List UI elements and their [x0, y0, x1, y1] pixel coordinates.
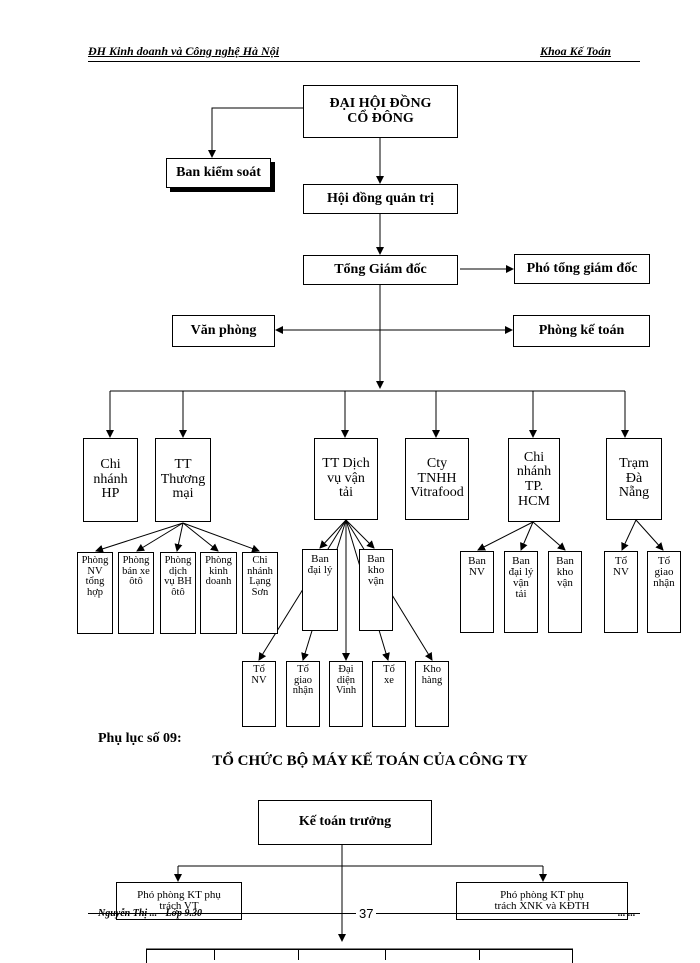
tm-sub-box: Phòng NV tổng hợp	[77, 552, 113, 634]
dn-sub-label: Tổ giao nhận	[653, 555, 675, 589]
chief-accountant-label: Kế toán trưởng	[298, 814, 392, 830]
dv-team-label: Kho hàng	[421, 664, 443, 686]
dv-team-label: Tổ NV	[251, 664, 267, 686]
hcm-sub-box: Ban đại lý vận tải	[504, 551, 538, 633]
tm-sub-box: Phòng kinh doanh	[200, 552, 237, 634]
dv-sub-label: Ban đại lý	[307, 553, 333, 576]
unit-hcm-label: Chi nhánh TP. HCM	[516, 449, 552, 509]
dv-sub-label: Ban kho vận	[367, 553, 385, 587]
staff-divider	[214, 949, 215, 960]
footer-left: Nguyễn Thị ... - Lớp 9.30	[98, 908, 202, 919]
appendix-title: TỔ CHỨC BỘ MÁY KẾ TOÁN CỦA CÔNG TY	[212, 753, 528, 769]
dv-team-label: Tổ xe	[383, 664, 395, 686]
dv-team-label: Đại diện Vinh	[335, 664, 357, 696]
appendix-label: Phụ lục số 09:	[98, 731, 182, 746]
dv-sub-box: Ban kho vận	[359, 549, 393, 631]
hcm-sub-box: Ban kho vận	[548, 551, 582, 633]
staff-divider	[298, 949, 299, 960]
unit-tt-dich-vu-box: TT Dịch vụ vận tải	[314, 438, 378, 520]
tm-sub-box: Chi nhánh Lạng Sơn	[242, 552, 278, 634]
supervisory-box: Ban kiểm soát	[166, 158, 271, 188]
dv-team-box: Kho hàng	[415, 661, 449, 727]
tm-sub-label: Phòng dịch vụ BH ôtô	[164, 555, 192, 598]
unit-tt-dich-vu-label: TT Dịch vụ vận tải	[322, 455, 370, 501]
shareholders-box: ĐẠI HỘI ĐỒNG CỔ ĐÔNG	[303, 85, 458, 138]
staff-divider	[385, 949, 386, 960]
tm-sub-label: Phòng bán xe ôtô	[122, 555, 150, 587]
page-number: 37	[356, 906, 377, 921]
dn-sub-label: Tổ NV	[613, 555, 629, 578]
hcm-sub-label: Ban kho vận	[556, 555, 574, 589]
office-label: Văn phòng	[190, 322, 257, 338]
unit-da-nang-label: Trạm Đà Nẵng	[618, 455, 650, 501]
office-box: Văn phòng	[172, 315, 275, 347]
footer-right: ... ...	[618, 908, 636, 919]
tm-sub-label: Phòng NV tổng hợp	[81, 555, 109, 598]
hcm-sub-box: Ban NV	[460, 551, 494, 633]
board-box: Hội đồng quản trị	[303, 184, 458, 214]
unit-vitrafood-box: Cty TNHH Vitrafood	[405, 438, 469, 520]
unit-tt-thuong-mai-label: TT Thương mại	[160, 456, 206, 502]
deputy-ceo-box: Phó tổng giám đốc	[514, 254, 650, 284]
hcm-sub-label: Ban NV	[468, 555, 486, 578]
dv-team-box: Tổ xe	[372, 661, 406, 727]
dn-sub-box: Tổ NV	[604, 551, 638, 633]
deputy-right-box: Phó phòng KT phụ trách XNK và KĐTH	[456, 882, 628, 920]
unit-hp-label: Chi nhánh HP	[93, 456, 128, 502]
dv-team-box: Tổ giao nhận	[286, 661, 320, 727]
tm-sub-box: Phòng bán xe ôtô	[118, 552, 154, 634]
unit-vitrafood-label: Cty TNHH Vitrafood	[410, 455, 464, 501]
board-label: Hội đồng quản trị	[327, 190, 434, 206]
dv-team-label: Tổ giao nhận	[292, 664, 314, 696]
unit-hp-box: Chi nhánh HP	[83, 438, 138, 522]
dv-team-box: Tổ NV	[242, 661, 276, 727]
unit-hcm-box: Chi nhánh TP. HCM	[508, 438, 560, 522]
header-faculty: Khoa Kế Toán	[540, 44, 611, 58]
tm-sub-label: Phòng kinh doanh	[205, 555, 232, 587]
tm-sub-label: Chi nhánh Lạng Sơn	[247, 555, 273, 598]
header-rule	[88, 61, 640, 62]
deputy-ceo-label: Phó tổng giám đốc	[526, 260, 638, 276]
unit-da-nang-box: Trạm Đà Nẵng	[606, 438, 662, 520]
header-school: ĐH Kinh doanh và Công nghệ Hà Nội	[88, 44, 280, 58]
deputy-left-box: Phó phòng KT phụ trách VT	[116, 882, 242, 920]
chief-accountant-box: Kế toán trưởng	[258, 800, 432, 845]
hcm-sub-label: Ban đại lý vận tải	[508, 555, 534, 600]
shareholders-label: ĐẠI HỘI ĐỒNG CỔ ĐÔNG	[329, 95, 432, 126]
accounting-dept-label: Phòng kế toán	[538, 322, 625, 338]
unit-tt-thuong-mai-box: TT Thương mại	[155, 438, 211, 522]
dn-sub-box: Tổ giao nhận	[647, 551, 681, 633]
staff-divider	[479, 949, 480, 960]
dv-team-box: Đại diện Vinh	[329, 661, 363, 727]
accounting-staff-row	[146, 949, 573, 963]
ceo-label: Tổng Giám đốc	[334, 261, 427, 277]
tm-sub-box: Phòng dịch vụ BH ôtô	[160, 552, 196, 634]
ceo-box: Tổng Giám đốc	[303, 255, 458, 285]
accounting-dept-box: Phòng kế toán	[513, 315, 650, 347]
supervisory-label: Ban kiểm soát	[176, 164, 261, 180]
deputy-left-label: Phó phòng KT phụ trách VT	[137, 889, 221, 912]
deputy-right-label: Phó phòng KT phụ trách XNK và KĐTH	[494, 889, 590, 912]
dv-sub-box: Ban đại lý	[302, 549, 338, 631]
